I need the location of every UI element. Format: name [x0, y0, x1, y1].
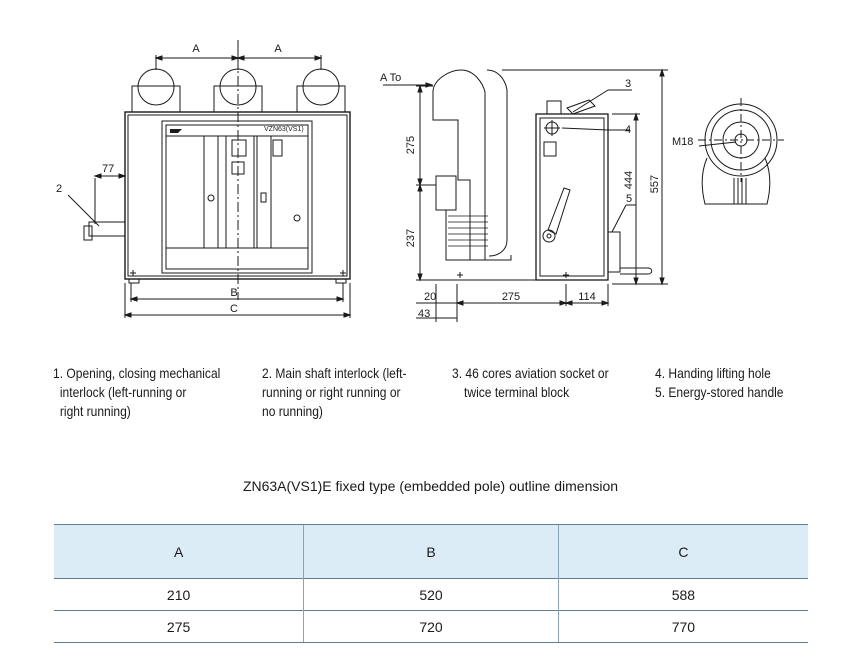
header-c: C: [557, 524, 808, 579]
dim-275-horizontal: 275: [502, 291, 520, 303]
dim-77: 77: [102, 163, 114, 175]
legend-line: twice terminal block: [464, 384, 570, 400]
dim-114: 114: [578, 291, 596, 303]
dim-a-left: A: [192, 43, 200, 55]
dim-43: 43: [418, 308, 430, 320]
legend-item-1: 1. Opening, closing mechanical interlock…: [53, 364, 220, 421]
table-cell: 588: [557, 578, 808, 611]
callout-5: 5: [626, 193, 632, 205]
header-a: A: [54, 524, 304, 579]
legend-item-3: 3. 46 cores aviation socket or twice ter…: [452, 364, 609, 402]
callout-3: 3: [625, 78, 631, 90]
callout-2: 2: [56, 183, 62, 195]
legend-line: 1. Opening, closing mechanical: [53, 365, 221, 381]
dim-237: 237: [405, 229, 417, 247]
front-view: [67, 40, 352, 318]
legend-line: 2. Main shaft interlock (left-: [262, 365, 407, 381]
table-cell: 770: [557, 610, 808, 643]
table-cell: 520: [303, 578, 559, 611]
callout-4: 4: [625, 124, 631, 136]
legend-line: 5. Energy-stored handle: [655, 384, 784, 400]
legend-item-2: 2. Main shaft interlock (left- running o…: [262, 364, 407, 421]
table-cell: 210: [54, 578, 304, 611]
label-m18: M18: [672, 136, 693, 148]
label-a-to: A To: [380, 72, 401, 84]
table-caption: ZN63A(VS1)E fixed type (embedded pole) o…: [242, 478, 619, 494]
detail-view: [698, 98, 784, 205]
table-cell: 720: [303, 610, 559, 643]
dim-557: 557: [649, 175, 661, 193]
legend-line: running or right running or: [262, 384, 401, 400]
table-row: 275 720 770: [54, 610, 808, 643]
table-cell: 275: [54, 610, 304, 643]
outline-drawing: A A 77 2 VZN63(VS1) B C A To 275 237 444…: [56, 40, 784, 322]
dim-c: C: [230, 303, 238, 315]
nameplate-text: VZN63(VS1): [264, 126, 304, 133]
legend-line: right running): [59, 403, 131, 419]
header-b: B: [303, 524, 559, 579]
legend-line: interlock (left-running or: [59, 384, 187, 400]
dim-a-right: A: [274, 43, 282, 55]
legend-line: no running): [262, 403, 323, 419]
table-row: 210 520 588: [54, 578, 808, 611]
side-view: [383, 68, 668, 322]
dim-444: 444: [623, 171, 635, 189]
dim-20: 20: [424, 291, 436, 303]
legend-line: 4. Handing lifting hole: [655, 365, 771, 381]
dimension-table: A B C 210 520 588 275 720 770: [54, 524, 808, 643]
dim-275-vertical: 275: [405, 136, 417, 154]
legend-items-4-5: 4. Handing lifting hole 5. Energy-stored…: [655, 364, 784, 402]
table-header-row: A B C: [54, 524, 808, 579]
dim-b: B: [230, 287, 237, 299]
legend-line: 3. 46 cores aviation socket or: [452, 365, 609, 381]
